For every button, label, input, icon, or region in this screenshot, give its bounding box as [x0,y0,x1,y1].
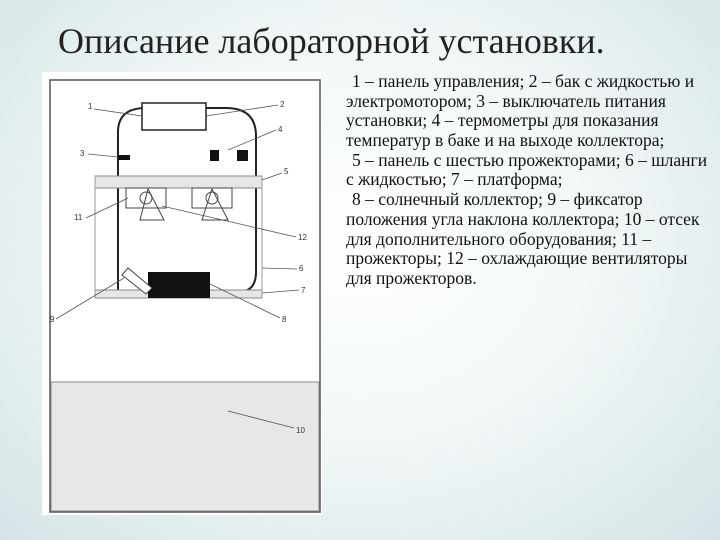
installation-schematic: 1 2 3 4 5 11 12 6 7 9 8 10 [49,79,321,513]
control-panel [141,102,207,131]
slide-title: Описание лабораторной установки. [58,21,605,61]
thermometer-1 [210,150,219,161]
projector-panel [94,175,263,189]
label-6: 6 [299,264,304,273]
label-4: 4 [278,125,283,134]
thermometer-2 [237,150,248,161]
label-3: 3 [80,149,85,158]
label-10: 10 [296,426,305,435]
label-7: 7 [301,286,306,295]
projector-lamp-1 [139,191,153,205]
leader-lines [55,104,300,429]
description-paragraph-2: 5 – панель с шестью прожекторами; 6 – шл… [346,149,708,190]
component-description: 1 – панель управления; 2 – бак с жидкост… [346,71,708,289]
projector-lamp-2 [205,191,219,205]
installation-body [117,107,257,293]
label-1: 1 [88,102,93,111]
solar-collector [148,272,210,298]
projector-cone-1 [139,187,165,221]
equipment-compartment [50,381,320,512]
label-9: 9 [50,315,55,324]
projector-box-2 [191,187,233,209]
description-paragraph-3: 8 – солнечный коллектор; 9 – фиксатор по… [346,189,700,288]
label-8: 8 [282,315,287,324]
tilt-fixer [121,267,153,295]
description-paragraph-1: 1 – панель управления; 2 – бак с жидкост… [346,71,695,151]
power-switch [118,155,130,160]
label-12: 12 [298,233,307,242]
projector-cone-2 [201,187,229,221]
installation-diagram: 1 2 3 4 5 11 12 6 7 9 8 10 [42,72,322,515]
label-2: 2 [280,100,285,109]
outer-frame [49,79,321,513]
label-5: 5 [284,167,289,176]
label-11: 11 [74,213,83,222]
